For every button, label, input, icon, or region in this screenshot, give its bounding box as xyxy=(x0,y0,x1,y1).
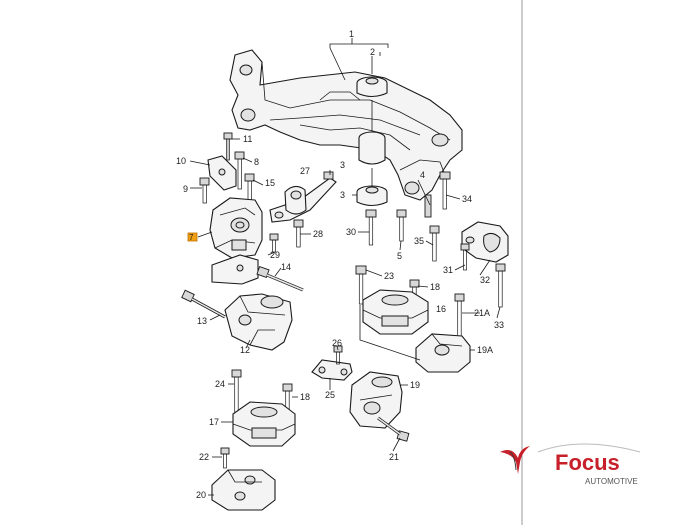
callout-bracket-1-2 xyxy=(329,43,389,48)
mount-20 xyxy=(211,469,276,511)
bolt-27 xyxy=(323,171,334,180)
callout-11: 11 xyxy=(243,134,252,144)
bolt-22 xyxy=(220,447,230,469)
torque-arm-27 xyxy=(269,177,337,223)
bolt-21 xyxy=(377,416,410,442)
focus-automotive-logo: Focus AUTOMOTIVE xyxy=(500,443,641,486)
bushing-3 xyxy=(356,185,388,207)
callout-28: 28 xyxy=(313,229,323,239)
callout-5: 5 xyxy=(397,251,402,261)
bolt-34 xyxy=(439,171,451,210)
callout-34: 34 xyxy=(462,194,472,204)
callout-15: 15 xyxy=(265,178,275,188)
callout-31: 31 xyxy=(443,265,453,275)
callout-3-lower: 3 xyxy=(340,190,345,200)
bolt-23 xyxy=(355,265,367,305)
bolt-21a xyxy=(454,293,465,338)
callout-33: 33 xyxy=(494,320,504,330)
bolt-13 xyxy=(181,289,226,319)
engine-mount-12 xyxy=(224,293,293,351)
callout-27: 27 xyxy=(300,166,310,176)
bracket-10 xyxy=(207,155,237,191)
callout-18-upper: 18 xyxy=(430,282,440,292)
logo-tagline: AUTOMOTIVE xyxy=(585,477,638,486)
lower-bracket xyxy=(211,254,259,285)
highlight-marker-7 xyxy=(187,232,198,242)
callout-25: 25 xyxy=(325,390,335,400)
bolt-11 xyxy=(223,132,233,161)
callout-10: 10 xyxy=(176,156,186,166)
callout-21: 21 xyxy=(389,452,399,462)
bolt-33 xyxy=(495,263,506,308)
callout-12: 12 xyxy=(240,345,250,355)
callout-26: 26 xyxy=(332,338,342,348)
subframe xyxy=(229,49,463,201)
bolt-28 xyxy=(293,219,304,248)
logo-name: Focus xyxy=(555,450,620,475)
link-25 xyxy=(311,359,353,381)
callout-4: 4 xyxy=(420,170,425,180)
bushing-mid xyxy=(358,131,386,165)
bolt-9 xyxy=(199,177,210,204)
bolt-5 xyxy=(396,209,407,242)
callout-7: 7 xyxy=(189,233,194,242)
callout-30: 30 xyxy=(346,227,356,237)
callout-21a: 21A xyxy=(474,308,490,318)
callout-9: 9 xyxy=(183,184,188,194)
callout-32: 32 xyxy=(480,275,490,285)
callout-18-lower: 18 xyxy=(300,392,310,402)
mount-17 xyxy=(232,401,296,447)
bracket-32 xyxy=(461,221,509,263)
wrench-swoosh-icon xyxy=(500,443,641,474)
bolt-14 xyxy=(256,265,304,292)
engine-mount-7 xyxy=(209,197,263,259)
callout-labels: 1 2 3 3 4 5 7 8 9 10 11 12 13 14 15 16 1… xyxy=(176,29,504,500)
callout-23: 23 xyxy=(384,271,394,281)
bushing-2 xyxy=(356,76,388,98)
callout-24: 24 xyxy=(215,379,225,389)
pin-4 xyxy=(424,194,432,218)
callout-19: 19 xyxy=(410,380,420,390)
bolt-24 xyxy=(231,369,242,414)
callout-16: 16 xyxy=(436,304,446,314)
bolt-8 xyxy=(234,151,245,190)
callout-29: 29 xyxy=(270,250,280,260)
callout-22: 22 xyxy=(199,452,209,462)
mount-19a xyxy=(415,333,471,373)
callout-2: 2 xyxy=(370,47,375,57)
callout-14: 14 xyxy=(281,262,291,272)
bolt-31 xyxy=(460,243,470,271)
bolt-35 xyxy=(429,225,440,262)
leader-lines xyxy=(189,52,501,496)
callout-17: 17 xyxy=(209,417,219,427)
callout-20: 20 xyxy=(196,490,206,500)
callout-8: 8 xyxy=(254,157,259,167)
callout-35: 35 xyxy=(414,236,424,246)
bolt-30 xyxy=(365,209,377,246)
callout-3-upper: 3 xyxy=(340,160,345,170)
callout-1: 1 xyxy=(349,29,354,39)
mount-16 xyxy=(362,289,429,335)
callout-13: 13 xyxy=(197,316,207,326)
callout-19a: 19A xyxy=(477,345,493,355)
mount-19 xyxy=(349,371,403,429)
